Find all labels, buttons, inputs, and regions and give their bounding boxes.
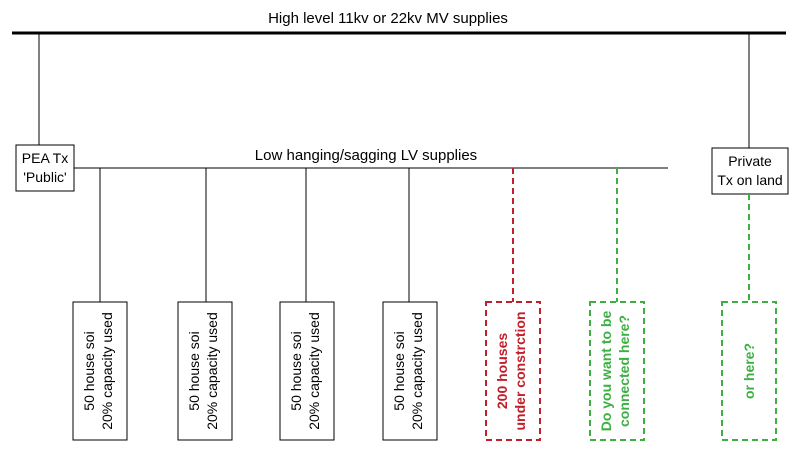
or-here-line1: or here? xyxy=(741,343,757,399)
private-transformer: Private Tx on land xyxy=(711,147,789,195)
public-transformer-line2: 'Public' xyxy=(23,169,66,185)
load-1-line2: 20% capacity used xyxy=(99,312,115,430)
load-box-3: 50 house soi 20% capacity used xyxy=(279,301,335,441)
public-transformer-line1: PEA Tx xyxy=(22,150,68,166)
public-transformer: PEA Tx 'Public' xyxy=(15,144,75,192)
load-box-4: 50 house soi 20% capacity used xyxy=(382,301,438,441)
mv-supply-label: High level 11kv or 22kv MV supplies xyxy=(268,10,508,27)
load-4-line2: 20% capacity used xyxy=(409,312,425,430)
construction-line1: 200 houses xyxy=(494,333,510,409)
lv-supply-label: Low hanging/sagging LV supplies xyxy=(255,147,477,164)
load-box-1: 50 house soi 20% capacity used xyxy=(72,301,128,441)
load-2-line1: 50 house soi xyxy=(186,331,202,410)
load-box-2: 50 house soi 20% capacity used xyxy=(177,301,233,441)
connect-here-box: Do you want to be connected here? xyxy=(589,301,645,441)
load-3-line2: 20% capacity used xyxy=(306,312,322,430)
private-transformer-line2: Tx on land xyxy=(717,172,782,188)
private-transformer-line1: Private xyxy=(728,153,772,169)
connect-here-line2: connected here? xyxy=(616,315,632,427)
construction-line2: under constrction xyxy=(512,311,528,430)
load-3-line1: 50 house soi xyxy=(288,331,304,410)
construction-box: 200 houses under constrction xyxy=(485,301,541,441)
load-1-line1: 50 house soi xyxy=(81,331,97,410)
or-here-box: or here? xyxy=(721,301,777,441)
connect-here-line1: Do you want to be xyxy=(598,311,614,432)
load-4-line1: 50 house soi xyxy=(391,331,407,410)
load-2-line2: 20% capacity used xyxy=(204,312,220,430)
